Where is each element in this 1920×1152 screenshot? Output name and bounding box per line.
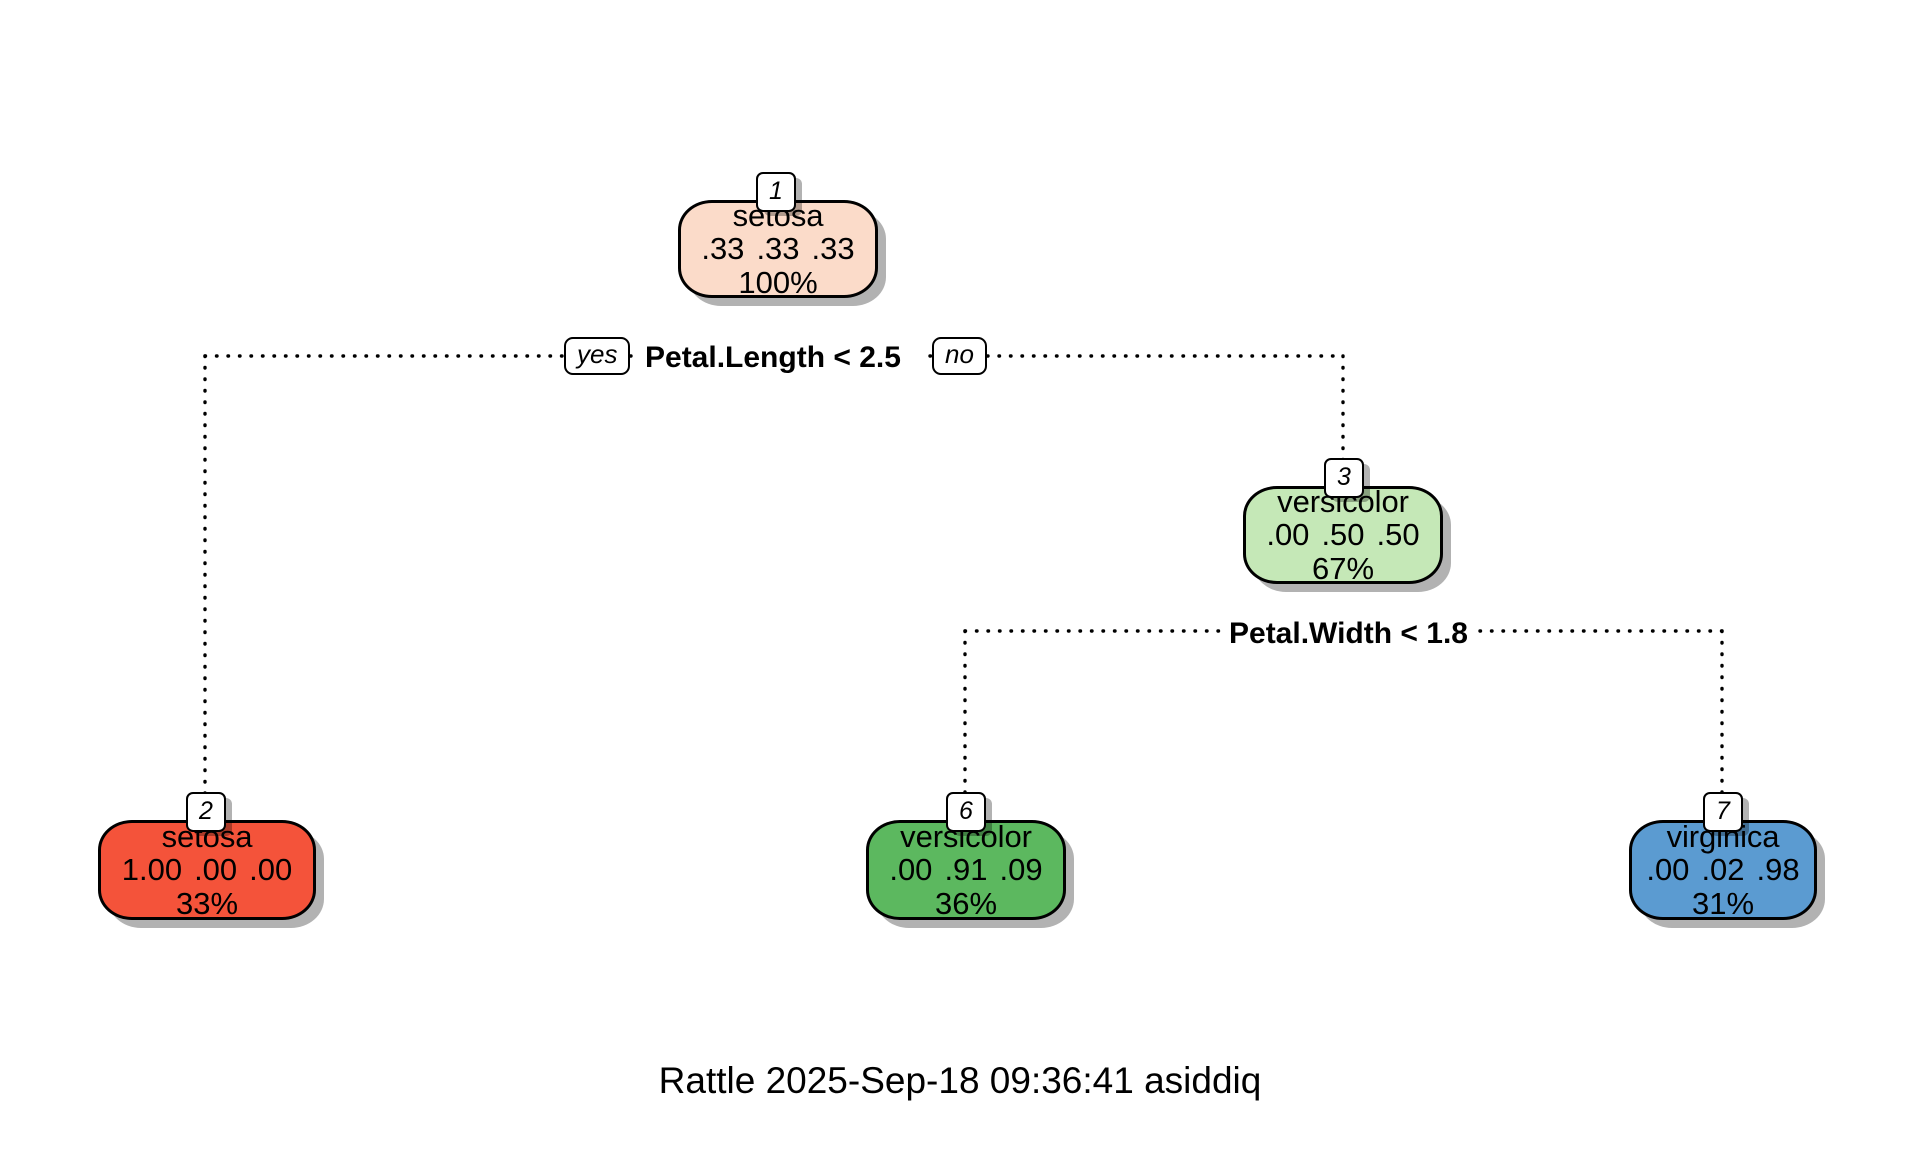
node-3-prob-setosa: .00 bbox=[1266, 517, 1310, 553]
plot-caption: Rattle 2025-Sep-18 09:36:41 asiddiq bbox=[658, 1060, 1262, 1101]
node-badge-6: 6 bbox=[946, 792, 986, 832]
tree-node-1[interactable]: setosa .33.33.33 100% bbox=[678, 199, 878, 300]
node-2-probabilities: 1.00 .00 .00 bbox=[116, 854, 299, 886]
node-badge-1: 1 bbox=[756, 172, 796, 212]
split-1-no-label: no bbox=[932, 337, 987, 376]
node-3-prob-virginica: .50 bbox=[1376, 517, 1420, 553]
node-6-probabilities: .00 .91 .09 bbox=[883, 854, 1048, 886]
tree-node-2[interactable]: setosa 1.00.00.00 33% bbox=[98, 820, 316, 920]
node-3-percentage: 67% bbox=[1311, 550, 1375, 586]
split-2-condition: Petal.Width < 1.8 bbox=[1222, 617, 1475, 651]
node-badge-7: 7 bbox=[1703, 792, 1743, 832]
node-2-prob-virginica: .00 bbox=[249, 852, 293, 888]
node-6-prob-setosa: .00 bbox=[889, 852, 933, 888]
node-2-prob-setosa: 1.00 bbox=[121, 852, 183, 888]
node-3-prob-versicolor: .50 bbox=[1321, 517, 1365, 553]
node-2-prob-versicolor: .00 bbox=[194, 852, 238, 888]
node-7-prob-virginica: .98 bbox=[1756, 852, 1800, 888]
node-1-probabilities: .33 .33 .33 bbox=[695, 233, 860, 265]
node-7-probabilities: .00 .02 .98 bbox=[1640, 854, 1805, 886]
node-7-prob-versicolor: .02 bbox=[1701, 852, 1745, 888]
node-6-prob-versicolor: .91 bbox=[944, 852, 988, 888]
node-3-probabilities: .00 .50 .50 bbox=[1260, 519, 1425, 551]
split-1-condition: Petal.Length < 2.5 bbox=[638, 341, 908, 375]
node-1-percentage: 100% bbox=[738, 264, 818, 300]
node-7-prob-setosa: .00 bbox=[1646, 852, 1690, 888]
node-badge-3: 3 bbox=[1324, 458, 1364, 498]
tree-node-3[interactable]: versicolor .00.50.50 67% bbox=[1243, 485, 1443, 586]
node-6-prob-virginica: .09 bbox=[999, 852, 1043, 888]
tree-node-6[interactable]: versicolor .00.91.09 36% bbox=[866, 820, 1066, 920]
node-6-percentage: 36% bbox=[934, 885, 998, 921]
tree-node-7[interactable]: virginica .00.02.98 31% bbox=[1629, 820, 1817, 920]
node-1-prob-setosa: .33 bbox=[701, 231, 745, 267]
node-2-percentage: 33% bbox=[175, 885, 239, 921]
node-1-prob-virginica: .33 bbox=[811, 231, 855, 267]
node-badge-2: 2 bbox=[186, 792, 226, 832]
node-1-prob-versicolor: .33 bbox=[756, 231, 800, 267]
node-7-percentage: 31% bbox=[1691, 885, 1755, 921]
split-1-yes-label: yes bbox=[564, 337, 631, 376]
